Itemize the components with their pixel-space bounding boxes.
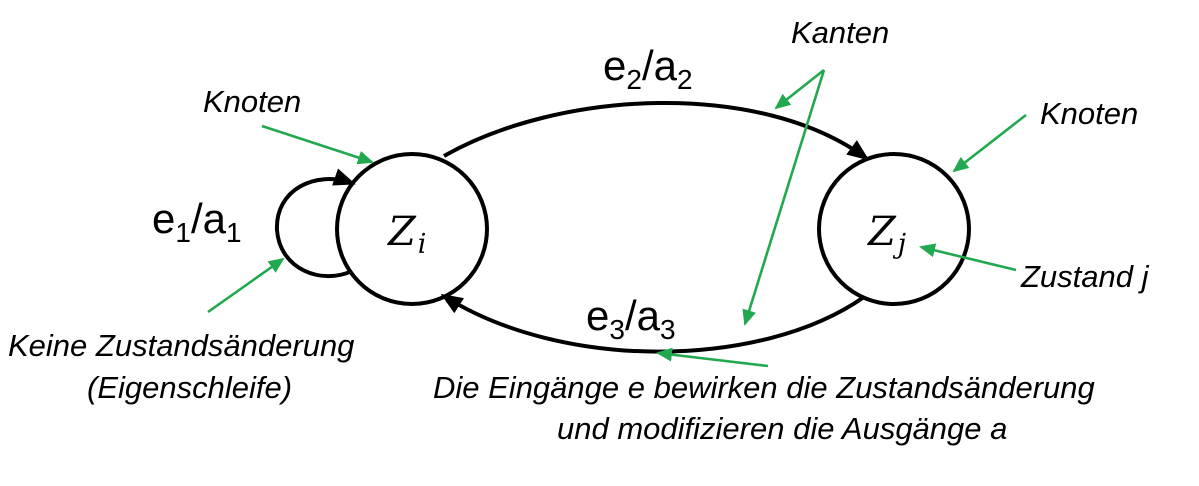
annotation-eingaenge-line1: Die Eingänge e bewirken die Zustandsände… [433,370,1095,405]
pointer-kanten-top [774,68,825,110]
pointer-eigenschleife [207,257,285,314]
pointer-eingaenge [656,347,769,368]
state-subscript-zi: i [418,229,427,260]
annotation-eigenschleife-line2: (Eigenschleife) [87,370,292,405]
self-loop-edge [274,168,356,279]
state-circle-zi [335,152,489,306]
state-node-zj: Zj [817,152,971,306]
annotation-eigenschleife-line1: Keine Zustandsänderung [8,328,354,363]
annotation-knoten-left: Knoten [203,84,301,119]
pointer-knoten-right [952,113,1027,173]
annotation-knoten-right: Knoten [1040,96,1138,131]
edge-zi-to-zj [443,101,870,161]
state-circle-zj [817,152,971,306]
state-node-zi: Zi [335,152,489,306]
annotation-eingaenge-line2: und modifizieren die Ausgänge a [557,411,1007,446]
pointer-zustand-j [919,243,1017,272]
pointer-kanten-bottom [742,69,826,326]
state-label-zi: Zi [386,209,426,260]
annotation-zustand-j: Zustand j [1020,259,1150,294]
transition-label-loop: e1/a1 [152,195,242,248]
annotation-kanten: Kanten [791,15,889,50]
transition-label-bottom: e3/a3 [586,292,676,345]
pointer-knoten-left [261,124,374,165]
transition-label-top: e2/a2 [603,42,693,95]
